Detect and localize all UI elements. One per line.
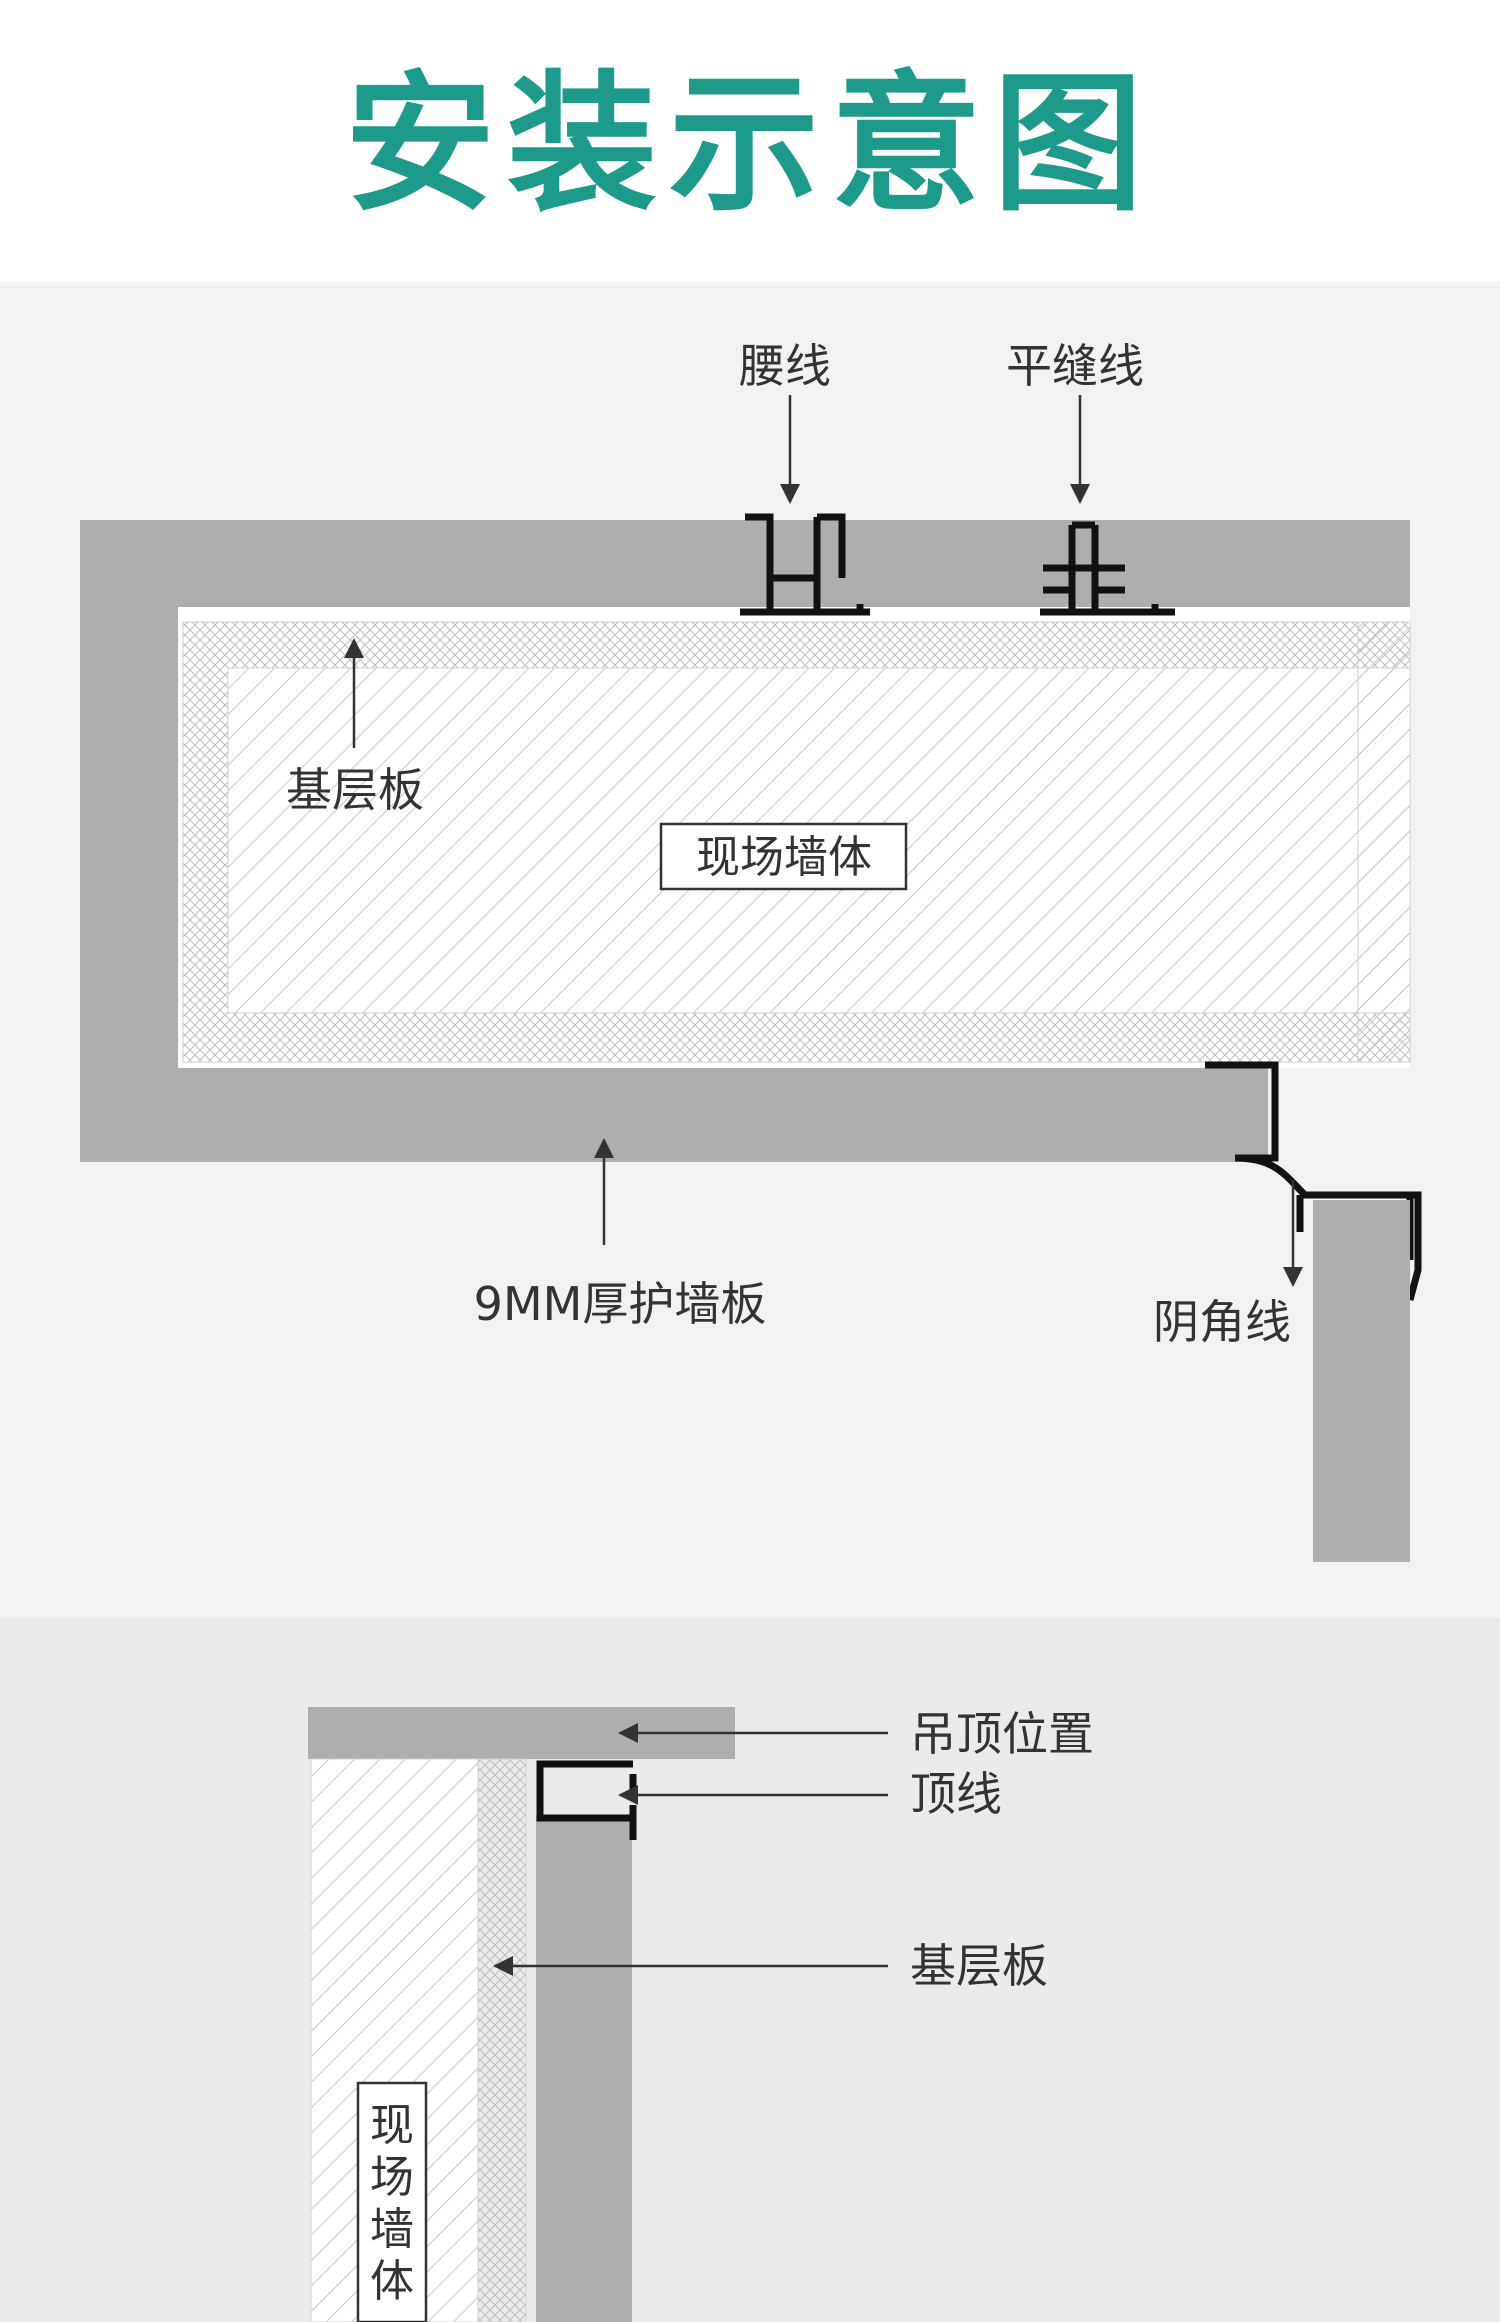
section-base-board: [477, 1758, 527, 2322]
section-site-wall-char-1: 现: [370, 2100, 414, 2151]
ceiling-position-label: 吊顶位置: [910, 1707, 1094, 1761]
section-site-wall-char-3: 墙: [370, 2204, 414, 2255]
section-view: 吊顶位置 顶线 基层板 现 场 墙 体: [308, 1707, 1094, 2322]
flat-seam-line-profile: [1040, 521, 1175, 616]
site-wall-label: 现场墙体: [696, 832, 872, 883]
section-base-board-label: 基层板: [910, 1939, 1048, 1993]
waist-line-label: 腰线: [739, 339, 831, 393]
section-site-wall-char-4: 体: [370, 2256, 414, 2307]
page-title: 安装示意图: [344, 58, 1155, 232]
inside-corner-line-label: 阴角线: [1153, 1295, 1291, 1349]
flat-seam-line-label: 平缝线: [1006, 339, 1144, 393]
elevation-section-background: [0, 1617, 1500, 2322]
return-wall-panel: [1313, 1200, 1410, 1562]
base-board-label: 基层板: [286, 763, 424, 817]
top-line-label: 顶线: [910, 1767, 1002, 1821]
wall-panel: [80, 520, 1410, 1162]
section-site-wall-label-box: [356, 2081, 428, 2322]
waist-line-profile: [740, 513, 870, 616]
plan-view: 腰线 平缝线 基层板 现场墙体 9MM厚护墙板 阴角线: [80, 339, 1422, 1562]
site-wall-label-box: [659, 822, 908, 891]
section-wall-panel: [536, 1815, 632, 2322]
section-site-wall-char-2: 场: [370, 2152, 414, 2203]
wall-panel-label: 9MM厚护墙板: [474, 1277, 767, 1331]
